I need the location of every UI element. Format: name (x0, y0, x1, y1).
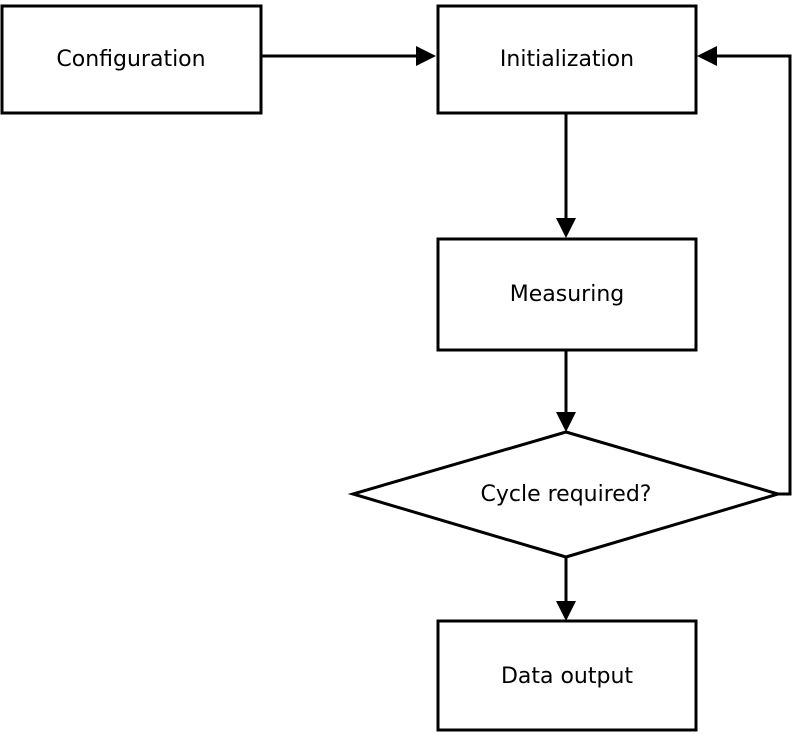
node-measuring[interactable]: Measuring (436, 237, 698, 352)
edge-configuration-to-initialization (261, 46, 436, 66)
node-measuring-shape[interactable] (436, 237, 698, 352)
node-configuration[interactable]: Configuration (0, 4, 263, 115)
node-cycle-required[interactable]: Cycle required? (347, 430, 784, 559)
arrowhead-icon (556, 412, 576, 432)
node-configuration-label: Configuration (56, 47, 205, 72)
arrowhead-icon (697, 46, 717, 66)
node-initialization-label: Initialization (500, 47, 634, 72)
node-data-output-shape[interactable] (436, 619, 698, 732)
arrowhead-icon (556, 601, 576, 621)
node-measuring-label: Measuring (510, 282, 624, 307)
edge-cycle-required-to-initialization-feedback (697, 46, 792, 496)
node-initialization[interactable]: Initialization (436, 4, 698, 115)
edge-cycle-required-to-data-output (556, 557, 576, 621)
node-data-output[interactable]: Data output (436, 619, 698, 732)
node-initialization-shape[interactable] (436, 4, 698, 115)
node-cycle-required-shape[interactable] (347, 430, 784, 559)
node-configuration-shape[interactable] (0, 4, 263, 115)
edge-initialization-to-measuring (556, 113, 576, 238)
arrowhead-icon (556, 218, 576, 238)
edge-measuring-to-cycle-required (556, 350, 576, 432)
arrowhead-icon (416, 46, 436, 66)
node-data-output-label: Data output (501, 664, 633, 689)
node-cycle-required-label: Cycle required? (481, 482, 652, 507)
edge-line (706, 54, 792, 496)
